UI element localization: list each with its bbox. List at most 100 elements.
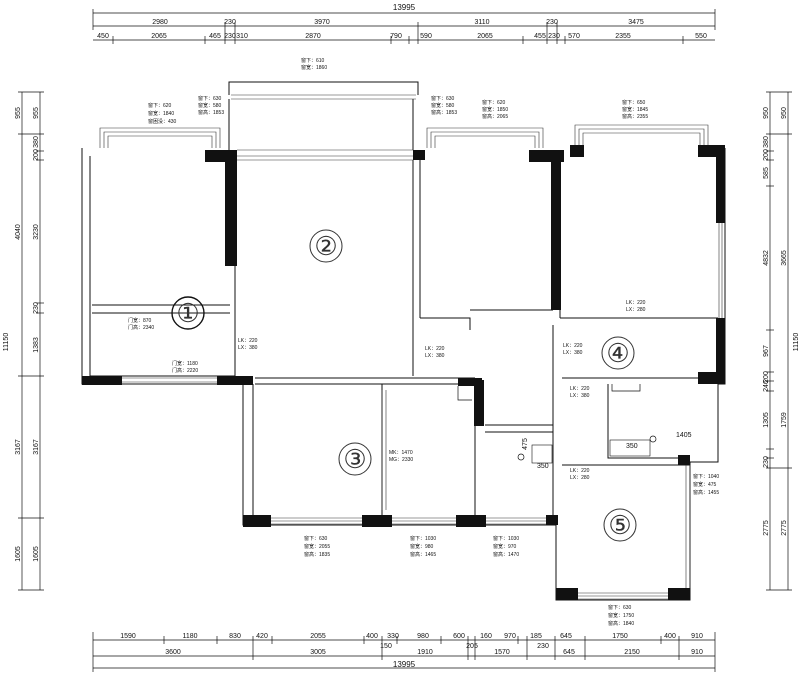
walls — [81, 81, 726, 601]
bot-dim-2-4: 205 — [466, 643, 478, 650]
note-lk-room5-0: LK：220 — [570, 468, 590, 474]
bot-dim-1-8: 600 — [453, 633, 465, 640]
left-inner-5: 1383 — [33, 337, 40, 353]
top-dim-2-9: 455 — [534, 33, 546, 40]
bot-dim-2-9: 910 — [691, 649, 703, 656]
bot-dim-1-7: 980 — [417, 633, 429, 640]
note-w-right5-1: 窗宽：475 — [693, 481, 717, 488]
bot-dim-1-11: 185 — [530, 633, 542, 640]
bot-dim-2-0: 3600 — [165, 649, 181, 656]
right-outer-1: 3665 — [781, 250, 788, 266]
note-lk-room5-1: LX：280 — [570, 475, 590, 481]
right-inner-7: 246 — [763, 380, 770, 392]
top-dim-2-8: 2065 — [477, 33, 493, 40]
right-outer-3: 2775 — [781, 520, 788, 536]
bot-dim-1-2: 830 — [229, 633, 241, 640]
bot-dim-1-14: 400 — [664, 633, 676, 640]
note-w-bot1-0: 窗下：630 — [304, 535, 328, 542]
right-dimensions: 950 380 200 585 4832 967 200 246 1305 17… — [763, 91, 800, 591]
bot-dim-2-3: 1910 — [417, 649, 433, 656]
right-outer-0: 950 — [781, 107, 788, 119]
note-w-tr-0: 窗下：650 — [622, 99, 646, 106]
note-w-tr-2: 窗高：2355 — [622, 113, 648, 120]
right-inner-10: 230 — [763, 456, 770, 468]
fixture-350b: 350 — [626, 443, 638, 450]
right-inner-0: 950 — [763, 107, 770, 119]
fixture-1405: 1405 — [676, 432, 692, 439]
note-w-right5-2: 窗高：1455 — [693, 489, 719, 496]
note-lk-room2-1: LX：380 — [238, 345, 258, 351]
bot-dim-1-5: 400 — [366, 633, 378, 640]
left-dimensions: 955 4040 11150 3167 1605 955 380 200 323… — [3, 91, 44, 591]
bot-dim-2-2: 150 — [380, 643, 392, 650]
top-dim-2-13: 550 — [695, 33, 707, 40]
note-w-tl-b-1: 窗宽：580 — [198, 102, 222, 109]
bot-dim-2-7: 645 — [563, 649, 575, 656]
right-inner-2: 200 — [763, 149, 770, 161]
right-inner-8: 1305 — [763, 412, 770, 428]
top-dim-1-3: 3110 — [474, 19, 489, 26]
note-lk-room3-0: LK：220 — [626, 300, 646, 306]
note-w-tm-c-1: 窗宽：1850 — [482, 106, 508, 113]
bot-dim-1-1: 1180 — [182, 633, 197, 640]
bot-dim-1-6: 330 — [387, 633, 399, 640]
bot-dim-1-3: 420 — [256, 633, 268, 640]
right-outer-2: 11150 — [793, 333, 800, 352]
right-inner-4: 4832 — [763, 250, 770, 266]
room-2-label: ② — [314, 231, 337, 261]
note-w-tl-b-0: 窗下：630 — [198, 95, 222, 102]
top-dim-2-3: 230 — [224, 33, 236, 40]
bot-dim-1-10: 970 — [504, 633, 516, 640]
top-dim-2-0: 450 — [97, 33, 109, 40]
fixture-350a: 350 — [537, 463, 549, 470]
right-inner-9: 1759 — [781, 412, 788, 428]
bot-dim-1-12: 645 — [560, 633, 572, 640]
left-outer-0: 955 — [15, 107, 22, 119]
note-w-bot1-1: 窗宽：2055 — [304, 543, 330, 550]
note-w-tl-a-0: 窗下：620 — [148, 102, 172, 109]
bot-dim-2-6: 230 — [537, 643, 549, 650]
note-lk-room2-0: LK：220 — [238, 338, 258, 344]
note-lk-room3-1: LX：280 — [626, 307, 646, 313]
bot-dim-2-5: 1570 — [494, 649, 510, 656]
left-inner-7: 1605 — [33, 546, 40, 562]
right-inner-5: 967 — [763, 345, 770, 357]
note-mk-room3-0: MK：1470 — [389, 450, 413, 456]
note-w-tl-a-2: 窗困没：430 — [148, 118, 177, 125]
top-dim-2-2: 465 — [209, 33, 221, 40]
top-dim-1-4: 230 — [546, 19, 558, 26]
note-w-top-mid-0: 窗下：610 — [301, 57, 325, 64]
note-w-bot5-0: 窗下：630 — [608, 604, 632, 611]
top-dim-2-5: 2870 — [305, 33, 321, 40]
note-w-bot3-0: 窗下：1030 — [493, 535, 519, 542]
room-numbers: ② ③ ④ ⑤ ① — [171, 229, 637, 542]
note-lk-room2b-0: LK：220 — [425, 346, 445, 352]
left-inner-6: 3167 — [33, 439, 40, 455]
note-w-bot5-2: 窗高：1840 — [608, 620, 634, 627]
note-w-tm-c-0: 窗下：620 — [482, 99, 506, 106]
note-lk-room2b-1: LX：380 — [425, 353, 445, 359]
note-lk-mid-0: LK：220 — [563, 343, 583, 349]
bottom-total-dim: 13995 — [393, 660, 416, 669]
left-outer-2: 11150 — [3, 333, 10, 352]
bot-dim-2-8: 2150 — [624, 649, 640, 656]
annotations: 窗下：610 窗宽：1860 窗下：620 窗宽：1840 窗困没：430 窗下… — [128, 57, 719, 627]
note-w-bot5-1: 窗宽：1750 — [608, 612, 634, 619]
note-lk-mid-1: LX：380 — [563, 350, 583, 356]
room-3-label: ③ — [343, 444, 366, 474]
left-outer-4: 1605 — [15, 546, 22, 562]
top-dim-1-1: 230 — [224, 19, 236, 26]
bot-dim-2-1: 3005 — [310, 649, 326, 656]
note-lk-bath-0: LK：220 — [570, 386, 590, 392]
note-mk-room3-1: MG：2330 — [389, 457, 413, 463]
top-dim-2-7: 590 — [420, 33, 432, 40]
right-inner-1: 380 — [763, 136, 770, 148]
note-w-tl-b-2: 窗高：1853 — [198, 109, 224, 116]
note-door1-1: 门高：2340 — [128, 324, 154, 331]
top-dim-1-5: 3475 — [628, 19, 644, 26]
top-dim-1-2: 3970 — [314, 19, 330, 26]
note-w-bot3-2: 窗高：1470 — [493, 551, 519, 558]
left-inner-4: 230 — [33, 302, 40, 314]
top-dim-2-12: 2355 — [615, 33, 631, 40]
